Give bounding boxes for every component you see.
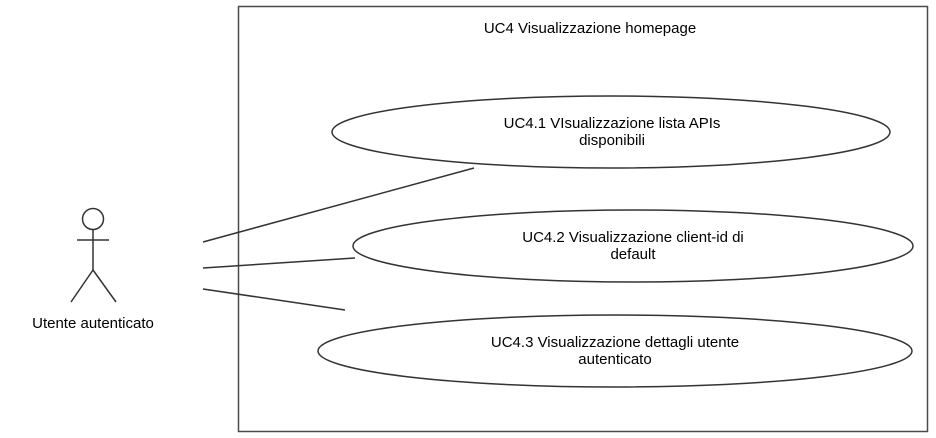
use-case-ellipse-uc4-1	[331, 95, 891, 169]
association-line-uc4-3	[202, 288, 346, 311]
actor-label: Utente autenticato	[32, 315, 154, 332]
system-title: UC4 Visualizzazione homepage	[483, 20, 697, 37]
stick-figure-actor-icon	[70, 207, 117, 303]
use-case-uc4-1-line2: disponibili	[579, 132, 645, 149]
use-case-uc4-3-line2: autenticato	[578, 351, 652, 368]
use-case-uc4-3-line1: UC4.3 Visualizzazione dettagli utente	[490, 334, 740, 351]
use-case-uc4-1-line1: UC4.1 VIsualizzazione lista APIs	[503, 115, 721, 132]
association-line-uc4-1	[202, 167, 475, 243]
use-case-ellipse-uc4-2	[352, 209, 914, 283]
use-case-uc4-3: UC4.3 Visualizzazione dettagli utente au…	[395, 331, 835, 371]
use-case-uc4-2-line2: default	[610, 246, 656, 263]
use-case-uc4-1: UC4.1 VIsualizzazione lista APIs disponi…	[392, 112, 832, 152]
use-case-ellipse-uc4-3	[317, 314, 913, 388]
association-line-uc4-2	[202, 257, 356, 269]
use-case-uc4-2-line1: UC4.2 Visualizzazione client-id di	[522, 229, 744, 246]
use-case-uc4-2: UC4.2 Visualizzazione client-id di defau…	[413, 226, 853, 266]
